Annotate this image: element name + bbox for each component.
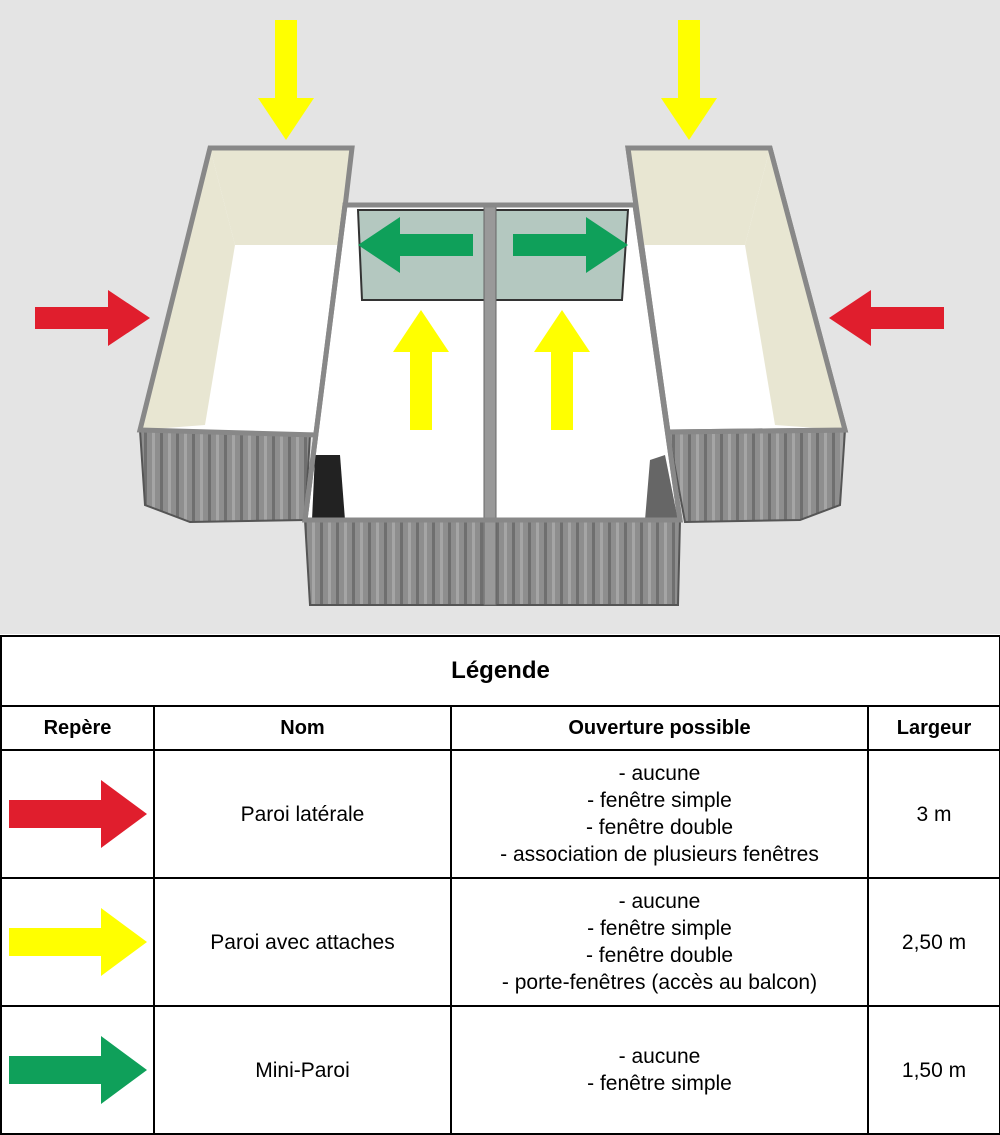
red-arrow-icon [35,290,150,346]
wall-name: Mini-Paroi [153,1005,452,1135]
yellow-arrow-icon [534,310,590,430]
marker-cell [0,749,155,879]
opening-list: - aucune - fenêtre simple - fenêtre doub… [450,877,869,1007]
opening-item: - fenêtre simple [587,1072,732,1095]
opening-item: - aucune [618,890,701,913]
opening-list: - aucune - fenêtre simple - fenêtre doub… [450,749,869,879]
left-container [136,145,355,524]
yellow-arrow-icon [393,310,449,430]
header-name: Nom [153,705,452,751]
yellow-arrow-icon [258,20,314,140]
legend-table: Légende Repère Nom Ouverture possible La… [0,635,1000,1135]
right-container [625,145,849,524]
wall-width: 2,50 m [867,877,1000,1007]
container-layout-diagram [0,0,1000,634]
legend-row: Paroi latérale - aucune - fenêtre simple… [0,749,1000,879]
legend-row: Mini-Paroi - aucune - fenêtre simple 1,5… [0,1005,1000,1135]
header-marker: Repère [0,705,155,751]
opening-item: - porte-fenêtres (accès au balcon) [501,971,818,994]
opening-list: - aucune - fenêtre simple [450,1005,869,1135]
legend-title: Légende [0,635,1000,707]
header-width: Largeur [867,705,1000,751]
yellow-arrow-icon [8,908,147,976]
opening-item: - association de plusieurs fenêtres [500,843,819,866]
green-arrow-icon [358,217,473,273]
header-opening: Ouverture possible [450,705,869,751]
green-arrow-icon [8,1036,147,1104]
red-arrow-icon [8,780,147,848]
legend-row: Paroi avec attaches - aucune - fenêtre s… [0,877,1000,1007]
opening-item: - aucune [618,762,701,785]
opening-item: - fenêtre simple [587,917,732,940]
opening-item: - fenêtre simple [587,789,732,812]
opening-item: - fenêtre double [585,944,734,967]
marker-cell [0,877,155,1007]
wall-name: Paroi latérale [153,749,452,879]
wall-name: Paroi avec attaches [153,877,452,1007]
yellow-arrow-icon [661,20,717,140]
wall-width: 1,50 m [867,1005,1000,1135]
marker-cell [0,1005,155,1135]
wall-width: 3 m [867,749,1000,879]
middle-container [302,202,683,606]
opening-item: - fenêtre double [585,816,734,839]
green-arrow-icon [513,217,628,273]
red-arrow-icon [829,290,944,346]
opening-item: - aucune [618,1045,701,1068]
